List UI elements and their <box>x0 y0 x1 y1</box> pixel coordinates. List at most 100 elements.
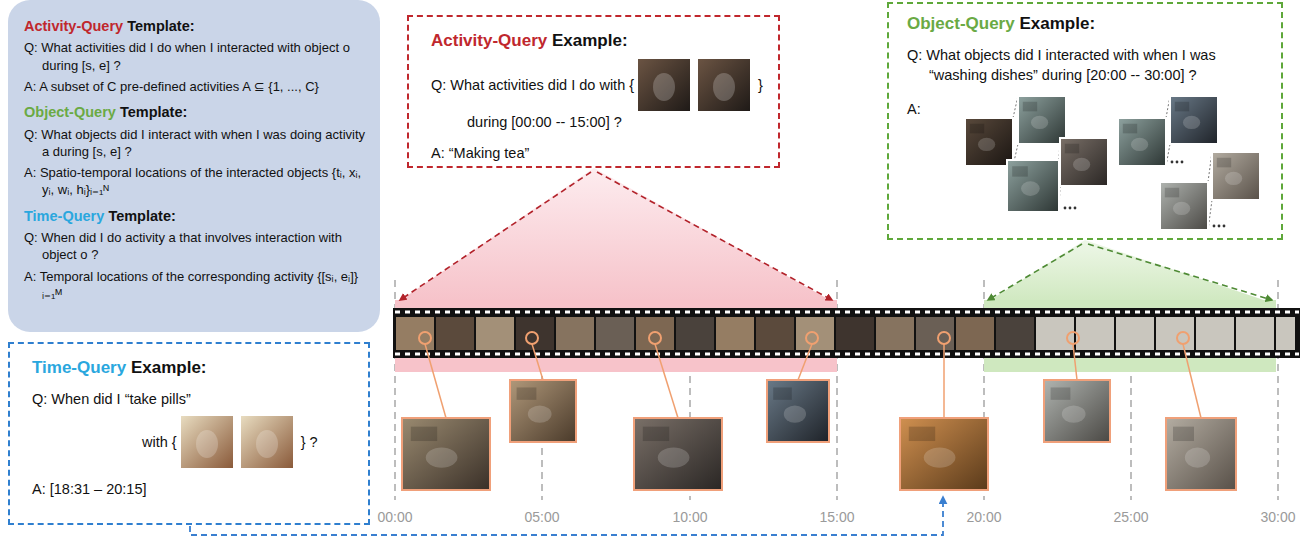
photo-image <box>1007 160 1059 212</box>
film-perforation <box>395 353 1299 356</box>
text-row: Object-QueryTemplate: <box>24 104 366 121</box>
text-row: A: <box>907 100 1267 119</box>
photo-detail <box>1175 102 1189 112</box>
heading-text: Time-Query <box>24 208 104 224</box>
photo-detail <box>1173 202 1190 215</box>
ellipsis-dot <box>1223 225 1226 228</box>
text-row: A: [18:31 – 20:15] <box>32 480 354 499</box>
photo <box>1018 96 1066 144</box>
body-text: Q: What activities did I do when I inter… <box>24 40 350 72</box>
photo-detail <box>658 448 690 468</box>
photo-detail <box>970 124 984 134</box>
example-box: Time-QueryExample:Q: When did I “take pi… <box>8 342 370 525</box>
body-text: with { <box>142 434 177 450</box>
photo-detail <box>1123 124 1137 134</box>
photo <box>900 418 988 490</box>
object-photo <box>638 59 690 111</box>
photo-detail <box>517 387 537 399</box>
frame-marker <box>649 332 661 344</box>
photo-image <box>638 59 690 111</box>
body-text: Q: When did I do activity a that involve… <box>24 230 342 262</box>
highlight-triangle <box>395 168 837 304</box>
range-arrow <box>400 172 591 300</box>
heading-text: Example: <box>552 31 628 50</box>
photo-image <box>241 416 293 468</box>
text-row: Q: When did I do activity a that involve… <box>24 229 366 264</box>
body-text: A: Temporal locations of the correspondi… <box>24 269 358 301</box>
leader-line <box>532 344 543 380</box>
heading-text: Activity-Query <box>24 18 123 34</box>
photo-detail <box>1051 387 1071 399</box>
text-row: Activity-QueryTemplate: <box>24 18 366 35</box>
photo-detail <box>924 448 956 468</box>
leader-line <box>798 344 812 380</box>
body-text: Q: When did I “take pills” <box>32 391 191 407</box>
object-photo <box>698 59 750 111</box>
photo-image <box>1170 96 1218 144</box>
film-frame <box>596 317 634 350</box>
frame-marker <box>419 332 431 344</box>
body-text: } ? <box>301 434 318 450</box>
text-row: A: Temporal locations of the correspondi… <box>24 268 366 303</box>
ellipsis-dot <box>1181 161 1184 164</box>
photo-detail <box>643 427 669 441</box>
time-tick-label: 20:00 <box>966 509 1001 525</box>
photo-image <box>402 418 490 490</box>
object-photo <box>241 416 293 468</box>
photo-detail <box>196 430 218 458</box>
photo-image <box>965 118 1013 166</box>
film-frame <box>956 317 994 350</box>
range-arrow <box>988 244 1082 300</box>
time-tick-label: 05:00 <box>524 509 559 525</box>
photo <box>1166 418 1236 490</box>
photo-image <box>1018 96 1066 144</box>
photo <box>510 380 576 442</box>
photo-detail <box>256 430 278 458</box>
pointer-arrow <box>190 497 943 535</box>
ellipsis-dot <box>1176 161 1179 164</box>
heading-text: Activity-Query <box>431 31 547 50</box>
photo <box>1060 138 1108 186</box>
film-frame <box>796 317 834 350</box>
photo-detail <box>411 427 437 441</box>
range-arrow <box>597 172 832 300</box>
heading-text: Time-Query <box>32 358 126 377</box>
photo-image <box>634 418 722 490</box>
film-frame <box>996 317 1034 350</box>
ellipsis-dot <box>1213 225 1216 228</box>
ellipsis-dot <box>1069 207 1072 210</box>
film-frame <box>476 317 514 350</box>
photo-detail <box>909 427 935 441</box>
text-row: A: “Making tea” <box>431 144 760 163</box>
film-frame <box>1196 317 1234 350</box>
text-row: Q: What activities did I do with {} <box>431 59 760 111</box>
leader-line <box>425 344 446 418</box>
heading-text: Template: <box>120 104 187 120</box>
highlight-triangle <box>984 240 1276 304</box>
text-row: Q: When did I “take pills” <box>32 390 354 410</box>
time-tick-label: 30:00 <box>1260 509 1295 525</box>
object-photo <box>181 416 233 468</box>
body-text: } <box>758 77 763 93</box>
photo-image <box>1044 380 1110 442</box>
photo-detail <box>1012 166 1028 176</box>
time-tick-label: 10:00 <box>672 509 707 525</box>
ellipsis-dot <box>1171 161 1174 164</box>
frame-marker <box>806 332 818 344</box>
film-frame <box>916 317 954 350</box>
ellipsis-dot <box>1074 207 1077 210</box>
ellipsis-dot <box>1064 207 1067 210</box>
leader-line <box>1183 344 1201 418</box>
body-text: Q: What objects did I interact with when… <box>24 127 365 159</box>
photo-detail <box>784 405 806 422</box>
body-text: A: <box>907 101 921 117</box>
film-strip <box>393 308 1300 358</box>
photo <box>402 418 490 490</box>
body-text: A: A subset of C pre-defined activities … <box>24 79 319 94</box>
photo <box>1007 160 1059 212</box>
body-text: during [00:00 -- 15:00] ? <box>467 114 622 130</box>
photo-detail <box>1131 138 1148 151</box>
photo <box>1170 96 1218 144</box>
text-row: Q: What objects did I interacted with wh… <box>907 46 1267 85</box>
